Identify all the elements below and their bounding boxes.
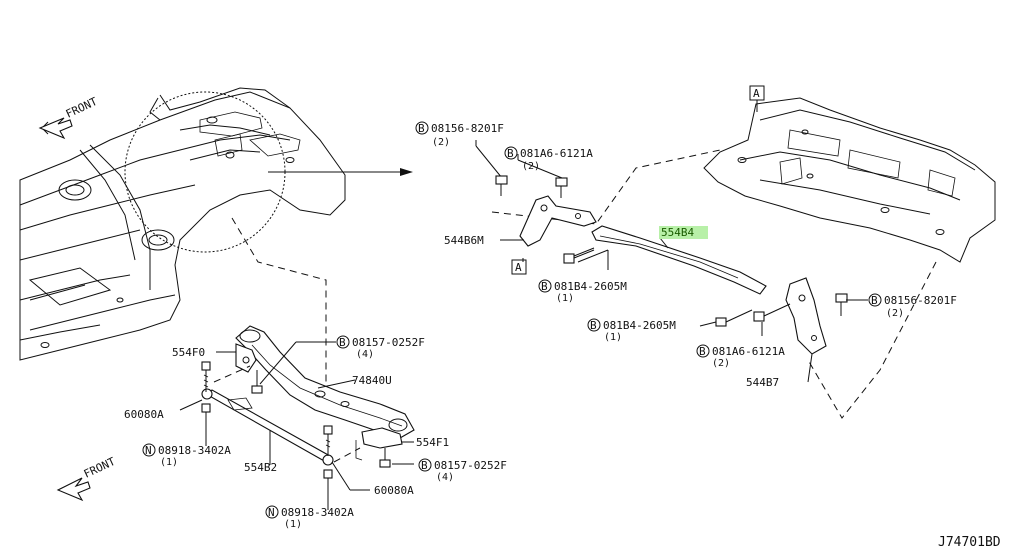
label-544b6m: 544B6M (444, 234, 484, 247)
callout-081b4-2605m-a: B 081B4-2605M (1) (538, 279, 627, 304)
rear-floor-magnified (703, 97, 996, 263)
label-554f0: 554F0 (172, 346, 205, 359)
ref-marker-a-bottom: A (511, 259, 527, 275)
part-qty: (4) (436, 472, 454, 483)
front-direction-bottom: FRONT (56, 455, 118, 502)
bolt-c1 (475, 145, 508, 196)
guide-554f1 (333, 447, 361, 463)
part-qty: (2) (886, 308, 904, 319)
bolt-symbol: B (507, 147, 514, 160)
crossmember-74840u (235, 325, 415, 439)
bolt-c2 (517, 159, 568, 198)
rod-554b4 (591, 225, 767, 295)
part-number: 08156-8201F (884, 294, 957, 307)
ref-marker-a-bottom-label: A (515, 261, 522, 274)
bracket-554f1 (355, 427, 403, 461)
callout-08156-8201f-a: B 08156-8201F (2) (415, 121, 504, 148)
leader-lines (179, 140, 868, 510)
bolt-c5 (715, 309, 753, 327)
callout-081a6-6121a-b: B 081A6-6121A (2) (696, 344, 785, 369)
part-number: 08918-3402A (158, 444, 231, 457)
callout-08918-3402a-a: N 08918-3402A (1) (142, 443, 231, 468)
callout-08156-8201f-b: B 08156-8201F (2) (868, 293, 957, 319)
part-qty: (2) (712, 358, 730, 369)
part-qty: (4) (356, 349, 374, 360)
part-number: 081B4-2605M (603, 319, 676, 332)
bolt-symbol: B (590, 319, 597, 332)
guide-line-floor (231, 217, 327, 395)
guide-554f0 (213, 365, 251, 383)
part-qty: (1) (160, 457, 178, 468)
part-number: 08156-8201F (431, 122, 504, 135)
front-direction-top: FRONT (38, 95, 100, 140)
bolt-symbol: B (699, 345, 706, 358)
part-qty: (2) (522, 161, 540, 172)
bracket-544b7 (785, 277, 827, 355)
bolt-c6 (753, 303, 791, 322)
part-qty: (1) (604, 332, 622, 343)
part-number: 08157-0252F (352, 336, 425, 349)
ref-marker-a-top: A (749, 85, 765, 112)
bolt-symbol: B (339, 336, 346, 349)
bolt-symbol: B (541, 280, 548, 293)
bolt-60080a-right (323, 425, 333, 456)
bolt-08157-upper (251, 370, 263, 394)
callout-08918-3402a-b: N 08918-3402A (1) (265, 505, 354, 530)
label-554b4: 554B4 (661, 226, 694, 239)
ref-marker-a-top-label: A (753, 87, 760, 100)
part-qty: (1) (284, 519, 302, 530)
guide-line-right-bracket (807, 261, 937, 419)
label-544b7: 544B7 (746, 376, 779, 389)
floor-pan-assembly (19, 87, 346, 361)
bolt-symbol: B (871, 294, 878, 307)
label-74840u: 74840U (352, 374, 392, 387)
label-60080a-left: 60080A (124, 408, 164, 421)
label-60080a-right: 60080A (374, 484, 414, 497)
front-label-top: FRONT (64, 95, 100, 121)
part-number: 08157-0252F (434, 459, 507, 472)
bolt-c3 (563, 247, 595, 264)
part-number: 081B4-2605M (554, 280, 627, 293)
callout-081a6-6121a-a: B 081A6-6121A (2) (504, 146, 593, 172)
label-554f1: 554F1 (416, 436, 449, 449)
front-label-bottom: FRONT (82, 455, 118, 481)
nut-08918-right (323, 469, 333, 479)
bolt-60080a-left (201, 361, 211, 392)
label-554b4-highlighted: 554B4 (659, 226, 708, 239)
bracket-544b6m (519, 195, 597, 247)
part-number: 08918-3402A (281, 506, 354, 519)
bolt-symbol: B (421, 459, 428, 472)
part-number: 081A6-6121A (712, 345, 785, 358)
bolt-c4 (835, 293, 848, 316)
callout-081b4-2605m-b: B 081B4-2605M (1) (587, 318, 676, 343)
callout-08157-0252f-a: B 08157-0252F (4) (336, 335, 425, 360)
part-qty: (2) (432, 137, 450, 148)
part-qty: (1) (556, 293, 574, 304)
bracket-554f0 (235, 343, 257, 373)
nut-08918-left (201, 403, 211, 413)
callout-08157-0252f-b: B 08157-0252F (4) (418, 458, 507, 483)
magnify-arrow (268, 168, 413, 176)
bolt-symbol: B (418, 122, 425, 135)
bolt-08157-lower (379, 448, 391, 468)
part-number: 081A6-6121A (520, 147, 593, 160)
nut-symbol: N (145, 444, 152, 457)
nut-symbol: N (268, 506, 275, 519)
diagram-code: J74701BD (938, 535, 1001, 550)
label-554b2: 554B2 (244, 461, 277, 474)
